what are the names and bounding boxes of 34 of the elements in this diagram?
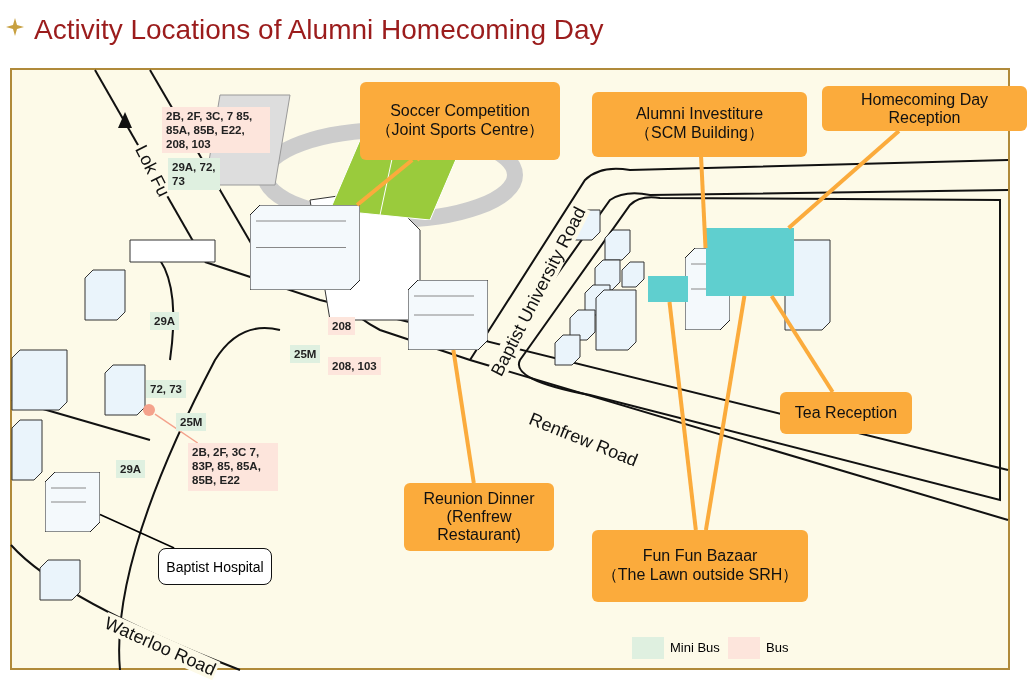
callout-box: Reunion Dinner (Renfrew Restaurant) (404, 483, 554, 551)
title: Activity Locations of Alumni Homecoming Day (34, 14, 604, 46)
leader-line (703, 295, 747, 531)
minibus-route-label: 29A, 72, 73 (168, 158, 220, 190)
callout-box: Tea Reception (780, 392, 912, 434)
legend-label: Mini Bus (670, 640, 720, 655)
minibus-route-label: 29A (150, 312, 180, 330)
lawn-area (706, 228, 794, 296)
minibus-route-label: 25M (176, 413, 207, 431)
leader-line (154, 413, 199, 444)
callout-box: Alumni Investiture （SCM Building） (592, 92, 807, 157)
callout-box: Fun Fun Bazaar （The Lawn outside SRH） (592, 530, 808, 602)
leader-line (451, 349, 476, 484)
building-drawing (408, 280, 488, 350)
legend-label: Bus (766, 640, 789, 655)
leader-line (355, 158, 414, 207)
building-drawing (250, 205, 360, 290)
leader-line (99, 513, 175, 549)
minibus-route-label: 72, 73 (146, 380, 186, 398)
callout-box: Soccer Competition （Joint Sports Centre） (360, 82, 560, 160)
lawn-area (648, 276, 688, 302)
bus-route-label: 208, 103 (328, 357, 381, 375)
bus-route-label: 2B, 2F, 3C 7, 83P, 85, 85A, 85B, E22 (188, 443, 278, 491)
bus-route-label: 208 (328, 317, 356, 335)
place-label-box: Baptist Hospital (158, 548, 272, 585)
bus-route-label: 2B, 2F, 3C, 7 85, 85A, 85B, E22, 208, 103 (162, 107, 270, 153)
leader-line (787, 129, 901, 230)
building-drawing (45, 472, 100, 532)
callout-box: Homecoming Day Reception (822, 86, 1027, 131)
minibus-route-label: 25M (290, 345, 321, 363)
leader-line (769, 294, 835, 394)
leader-line (699, 156, 708, 249)
leader-line (667, 301, 698, 531)
minibus-route-label: 29A (116, 460, 146, 478)
